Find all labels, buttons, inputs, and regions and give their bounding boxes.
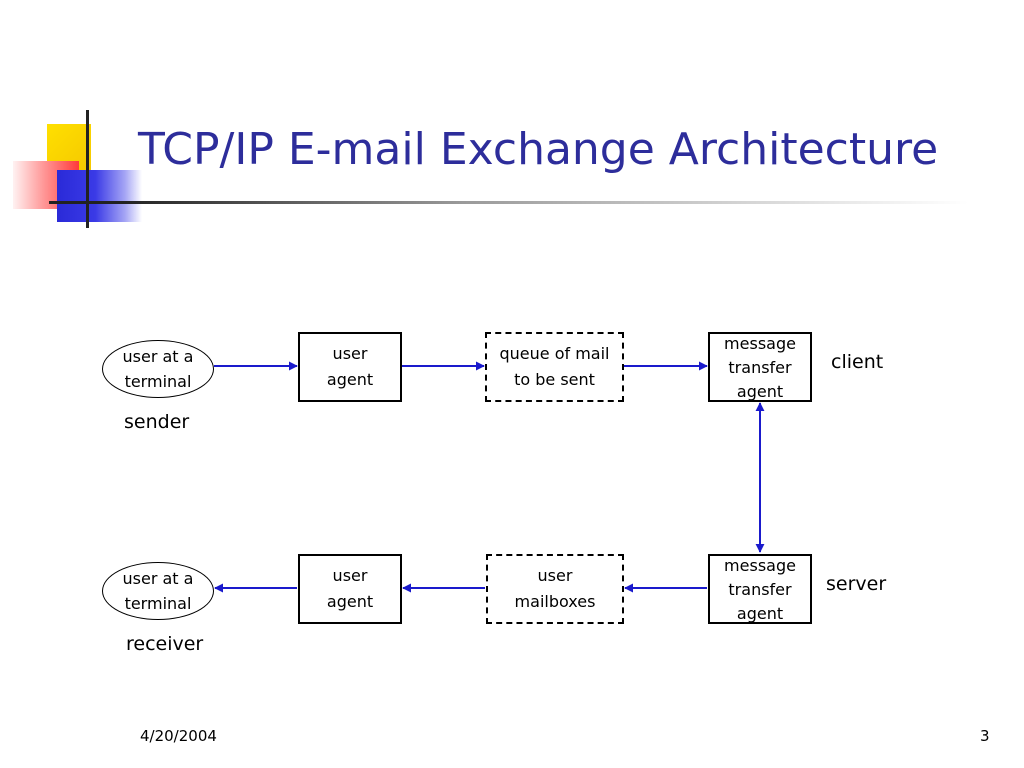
receiver-terminal-node: user at a terminal bbox=[102, 562, 214, 620]
slide-date: 4/20/2004 bbox=[140, 727, 217, 745]
sender-user-agent-label: user agent bbox=[326, 344, 374, 389]
mail-queue-box: queue of mail to be sent bbox=[485, 332, 624, 402]
user-mailboxes-label: user mailboxes bbox=[514, 566, 596, 611]
decor-title-underline bbox=[49, 201, 969, 204]
receiver-terminal-label: user at a terminal bbox=[122, 569, 194, 613]
user-mailboxes-box: user mailboxes bbox=[486, 554, 624, 624]
sender-role-label: sender bbox=[124, 411, 190, 433]
receiver-user-agent-box: user agent bbox=[298, 554, 402, 624]
sender-user-agent-box: user agent bbox=[298, 332, 402, 402]
decor-blue-square bbox=[57, 170, 142, 222]
slide-title: TCP/IP E-mail Exchange Architecture bbox=[138, 124, 939, 175]
slide-page-number: 3 bbox=[980, 727, 990, 745]
receiver-user-agent-label: user agent bbox=[326, 566, 374, 611]
sender-terminal-node: user at a terminal bbox=[102, 340, 214, 398]
client-mta-box: message transfer agent bbox=[708, 332, 812, 402]
client-side-label: client bbox=[831, 351, 884, 373]
decor-vertical-rule bbox=[86, 110, 89, 228]
server-mta-label: message transfer agent bbox=[724, 556, 796, 623]
server-side-label: server bbox=[826, 573, 887, 595]
sender-terminal-label: user at a terminal bbox=[122, 347, 194, 391]
server-mta-box: message transfer agent bbox=[708, 554, 812, 624]
mail-queue-label: queue of mail to be sent bbox=[499, 344, 610, 389]
client-mta-label: message transfer agent bbox=[724, 334, 796, 401]
receiver-role-label: receiver bbox=[126, 633, 204, 655]
